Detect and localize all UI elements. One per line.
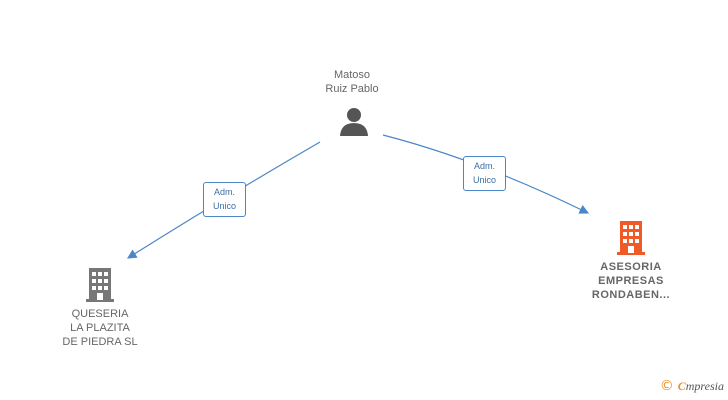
copyright-icon: ©	[659, 378, 674, 394]
company-queseria-line-3: DE PIEDRA SL	[62, 336, 138, 348]
person-icon[interactable]	[339, 106, 369, 136]
brand-initial: C	[677, 379, 686, 393]
person-name-line-1: Matoso	[333, 69, 371, 81]
edge-label-right-line-2: Unico	[472, 175, 496, 185]
edge-label-left-line-2: Unico	[212, 201, 236, 211]
company-asesoria-line-2: EMPRESAS	[598, 275, 664, 287]
edge-label-left-line-1: Adm.	[213, 187, 235, 197]
edge-label-right-line-1: Adm.	[473, 161, 495, 171]
edge-label-right: Adm. Unico	[463, 156, 506, 191]
company-asesoria-line-3: RONDABEN...	[591, 289, 671, 301]
company-queseria-line-1: QUESERIA	[71, 308, 129, 320]
company-queseria-label[interactable]: QUESERIA LA PLAZITA DE PIEDRA SL	[40, 307, 160, 349]
building-icon[interactable]	[86, 268, 114, 302]
edge-label-left: Adm. Unico	[203, 182, 246, 217]
brand-name: mpresia	[685, 379, 724, 393]
empresia-logo: ©Cmpresia	[660, 378, 724, 394]
building-icon[interactable]	[617, 221, 645, 255]
person-name-line-2: Ruiz Pablo	[325, 83, 379, 95]
company-queseria-line-2: LA PLAZITA	[70, 322, 130, 334]
person-name[interactable]: Matoso Ruiz Pablo	[312, 68, 392, 96]
company-asesoria-label[interactable]: ASESORIA EMPRESAS RONDABEN...	[571, 260, 691, 302]
company-asesoria-line-1: ASESORIA	[600, 261, 662, 273]
